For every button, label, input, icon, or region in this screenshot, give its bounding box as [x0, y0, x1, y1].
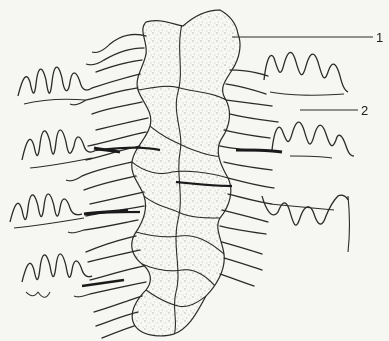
right-villi [236, 52, 354, 252]
central-tissue [132, 10, 240, 336]
right-spines [220, 70, 278, 286]
label-1: 1 [376, 30, 383, 45]
label-2: 2 [361, 103, 368, 118]
